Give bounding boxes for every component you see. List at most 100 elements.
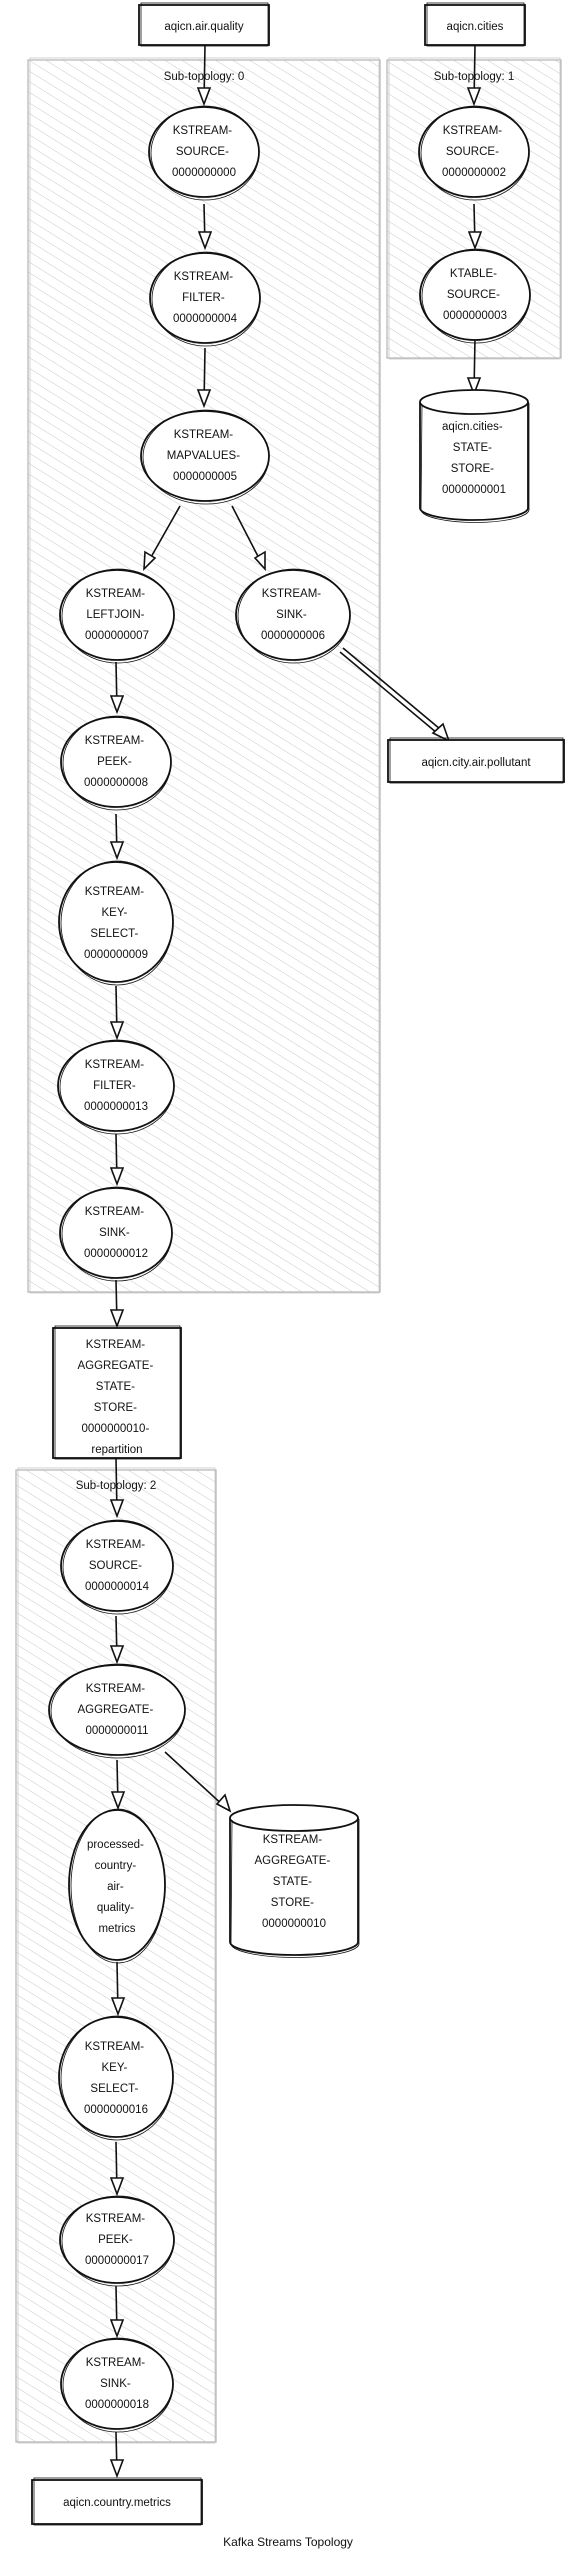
state-store-aggregate: KSTREAM- AGGREGATE- STATE- STORE- 000000… [229, 1804, 360, 1958]
topic-cities: aqicn.cities [424, 2, 526, 47]
processor-label-line: 0000000002 [442, 167, 506, 179]
svg-text:KSTREAM- SOURCE- 0: KSTREAM- SOURCE- 0000000002 [442, 125, 506, 179]
store-label-line: STORE- [451, 463, 494, 475]
topic-repartition-label-line: 0000000010- [82, 1423, 150, 1435]
processor-label-line: 0000000013 [84, 1101, 148, 1113]
processor-label-line: KSTREAM- [86, 2213, 146, 2225]
processor-kstream-sink-0000000012: KSTREAM- SINK- 0000000012 [59, 1186, 173, 1282]
topic-repartition-label-line: repartition [91, 1444, 142, 1456]
topic-repartition: KSTREAM- AGGREGATE- STATE- STORE- 000000… [52, 1325, 182, 1460]
processor-label-line: SINK- [100, 2378, 131, 2390]
topic-cities-label: aqicn.cities [447, 21, 504, 33]
processor-label-line: KSTREAM- [443, 125, 503, 137]
processor-label-line: KSTREAM- [86, 588, 146, 600]
arrowhead [109, 695, 125, 715]
processor-label-line: air- [107, 1881, 124, 1893]
svg-text:KSTREAM- AGGREGATE-: KSTREAM- AGGREGATE- STATE- STORE- 000000… [254, 1834, 333, 1930]
processor-kstream-mapvalues-0000000005: KSTREAM- MAPVALUES- 0000000005 [140, 409, 270, 505]
processor-kstream-sink-0000000006: KSTREAM- SINK- 0000000006 [235, 568, 351, 664]
processor-kstream-peek-0000000017: KSTREAM- PEEK- 0000000017 [59, 2195, 175, 2287]
svg-text:processed- country-: processed- country- air- quality- metric… [87, 1839, 147, 1935]
processor-label-line: 0000000006 [261, 630, 325, 642]
arrowhead [215, 1793, 232, 1813]
processor-kstream-leftjoin-0000000007: KSTREAM- LEFTJOIN- 0000000007 [59, 568, 175, 664]
processor-label-line: FILTER- [93, 1080, 136, 1092]
topic-air-quality: aqicn.air.quality [138, 2, 270, 47]
svg-text:KTABLE- SOURCE- 00: KTABLE- SOURCE- 0000000003 [443, 268, 507, 322]
processor-label-line: SINK- [276, 609, 307, 621]
processor-label-line: KSTREAM- [262, 588, 322, 600]
processor-label-line: KSTREAM- [174, 271, 234, 283]
processor-kstream-source-0000000002: KSTREAM- SOURCE- 0000000002 [418, 105, 530, 201]
processor-processed-country-air-quality-metrics: processed- country- air- quality- metric… [68, 1808, 166, 1964]
processor-label-line: country- [95, 1860, 137, 1872]
processor-label-line: KSTREAM- [85, 2041, 145, 2053]
arrowhead [143, 550, 157, 572]
processor-label-line: KSTREAM- [174, 429, 234, 441]
svg-text:KSTREAM- PEEK- 000: KSTREAM- PEEK- 0000000008 [84, 735, 148, 789]
state-store-cities: aqicn.cities- STATE- STORE- 0000000001 [419, 389, 530, 523]
store-label-line: AGGREGATE- [254, 1855, 330, 1867]
diagram-caption: Kafka Streams Topology [223, 2535, 353, 2549]
topic-air-quality-label: aqicn.air.quality [164, 21, 244, 33]
svg-text:KSTREAM- KEY- SELE: KSTREAM- KEY- SELECT- 0000000016 [84, 2041, 148, 2116]
processor-label-line: 0000000008 [84, 777, 148, 789]
processor-label-line: SINK- [99, 1227, 130, 1239]
processor-label-line: 0000000000 [172, 167, 236, 179]
arrowhead [109, 841, 125, 861]
topic-repartition-label-line: STATE- [96, 1381, 135, 1393]
arrowhead [466, 87, 482, 107]
arrowhead [197, 231, 213, 251]
arrowhead [109, 1167, 125, 1187]
svg-text:KSTREAM- SOURCE- 0: KSTREAM- SOURCE- 0000000000 [172, 125, 236, 179]
svg-text:aqicn.cities- STATE-: aqicn.cities- STATE- STORE- 0000000001 [442, 421, 506, 496]
arrowhead [110, 1791, 126, 1811]
arrowheads [109, 87, 483, 2479]
processor-label-line: KSTREAM- [86, 1539, 146, 1551]
arrowhead [109, 2459, 125, 2479]
processor-label-line: KSTREAM- [85, 1206, 145, 1218]
svg-text:KSTREAM- SINK- 000: KSTREAM- SINK- 0000000006 [261, 588, 325, 642]
processor-label-line: LEFTJOIN- [86, 609, 144, 621]
topic-country-metrics-label: aqicn.country.metrics [63, 2497, 171, 2509]
store-label-line: STATE- [453, 442, 492, 454]
arrowhead [466, 377, 482, 397]
processor-label-line: 0000000009 [84, 949, 148, 961]
processor-label-line: KSTREAM- [86, 2357, 146, 2369]
processor-label-line: PEEK- [97, 756, 132, 768]
processor-label-line: AGGREGATE- [77, 1704, 153, 1716]
processor-kstream-aggregate-0000000011: KSTREAM- AGGREGATE- 0000000011 [48, 1663, 186, 1759]
store-label-line: 0000000010 [262, 1918, 326, 1930]
svg-text:KSTREAM- AGGREGATE-: KSTREAM- AGGREGATE- 0000000011 [77, 1683, 156, 1737]
svg-text:KSTREAM- SINK- 000: KSTREAM- SINK- 0000000012 [84, 1206, 148, 1260]
processor-label-line: processed- [87, 1839, 144, 1851]
processor-label-line: SOURCE- [447, 289, 500, 301]
processor-kstream-peek-0000000008: KSTREAM- PEEK- 0000000008 [60, 715, 172, 811]
processor-label-line: 0000000017 [85, 2255, 149, 2267]
processor-label-line: 0000000012 [84, 1248, 148, 1260]
arrowhead [253, 550, 266, 572]
svg-text:KSTREAM- PEEK- 000: KSTREAM- PEEK- 0000000017 [85, 2213, 149, 2267]
processor-label-line: SELECT- [90, 928, 138, 940]
svg-text:KSTREAM- AGGREGATE-: KSTREAM- AGGREGATE- STATE- STORE- 000000… [77, 1339, 156, 1456]
processor-label-line: KSTREAM- [85, 1059, 145, 1071]
processor-label-line: SOURCE- [446, 146, 499, 158]
processor-label-line: FILTER- [182, 292, 225, 304]
processor-kstream-key-select-0000000009: KSTREAM- KEY- SELECT- 0000000009 [58, 860, 174, 986]
arrowhead [110, 1997, 126, 2017]
processor-label-line: 0000000003 [443, 310, 507, 322]
store-label-line: aqicn.cities- [442, 421, 503, 433]
topic-city-air-pollutant: aqicn.city.air.pollutant [387, 737, 565, 784]
svg-text:KSTREAM- FILTER- 0: KSTREAM- FILTER- 0000000013 [84, 1059, 148, 1113]
arrowhead [431, 722, 451, 743]
processor-ktable-source-0000000003: KTABLE- SOURCE- 0000000003 [419, 248, 531, 344]
processor-label-line: SOURCE- [176, 146, 229, 158]
edge-sink6-to-pollutant [339, 651, 444, 739]
processor-label-line: KEY- [102, 907, 128, 919]
topic-repartition-label-line: STORE- [94, 1402, 137, 1414]
arrowhead [467, 231, 483, 251]
processor-label-line: 0000000011 [85, 1725, 148, 1737]
arrowhead [109, 1499, 125, 1519]
processor-label-line: 0000000016 [84, 2104, 148, 2116]
